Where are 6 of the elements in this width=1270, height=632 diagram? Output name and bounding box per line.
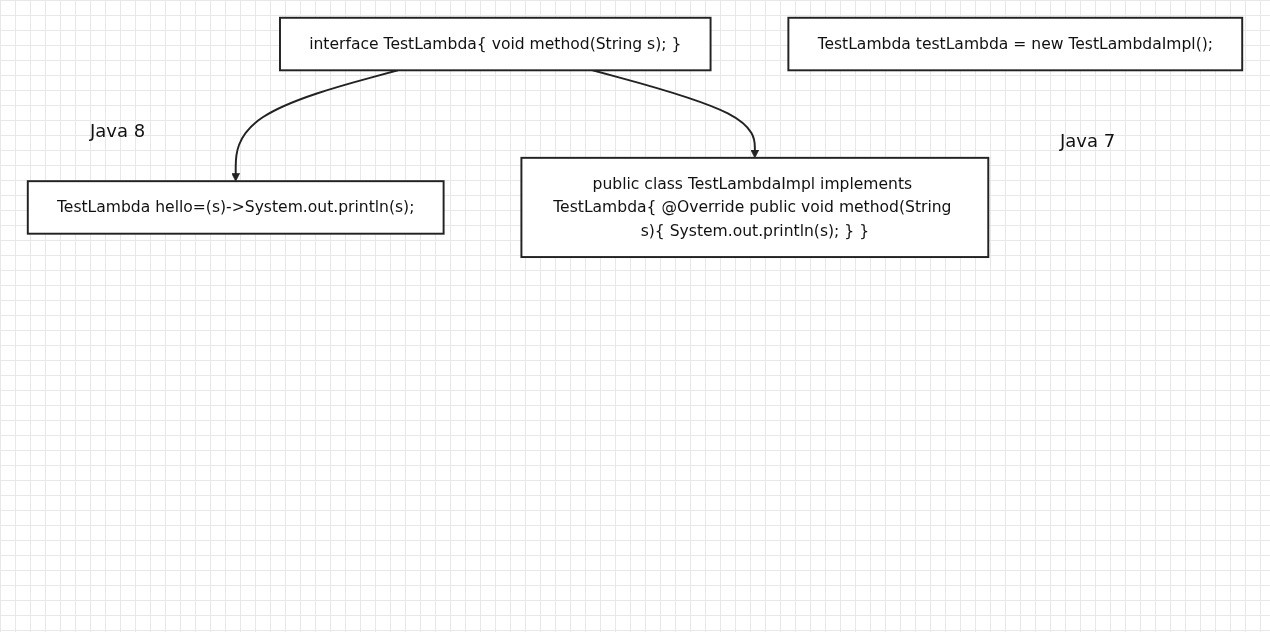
version-label: Java 8 xyxy=(90,120,146,141)
node-box: interface TestLambda{ void method(String s); } xyxy=(279,16,712,72)
node-box: TestLambda hello=(s)->System.out.println(s); xyxy=(26,180,445,235)
node-box: public class TestLambdaImpl implements TestLambda{ @Override public void method(String s){ System.out.println(s); } } xyxy=(520,156,990,259)
version-label: Java 7 xyxy=(1060,130,1116,151)
node-box: TestLambda testLambda = new TestLambdaImpl(); xyxy=(787,16,1244,72)
